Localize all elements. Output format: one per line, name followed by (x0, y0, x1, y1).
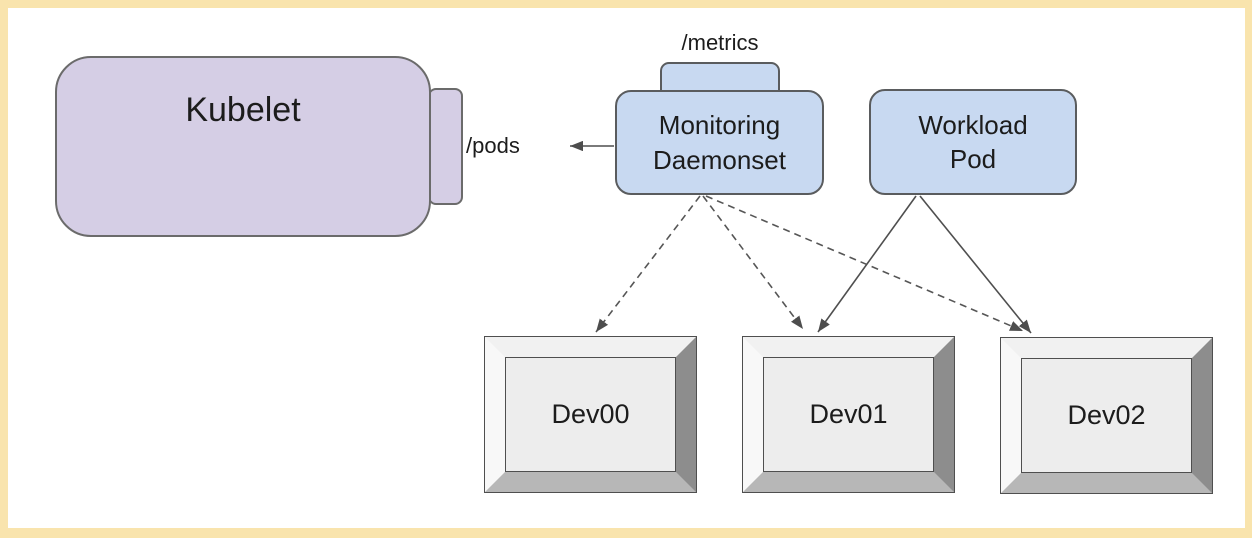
monitoring-daemonset-label: Monitoring Daemonset (653, 110, 786, 175)
device-label-dev00: Dev00 (551, 399, 630, 429)
kubelet-pods-tab (428, 88, 463, 205)
device-face: Dev00 (505, 357, 676, 472)
device-label-dev02: Dev02 (1067, 400, 1146, 430)
workload-pod-label: Workload Pod (918, 109, 1028, 174)
device-label-dev01: Dev01 (809, 399, 888, 429)
kubelet-label: Kubelet (185, 91, 301, 129)
device-face: Dev01 (763, 357, 934, 472)
workload-pod-node: Workload Pod (869, 89, 1077, 195)
monitoring-daemonset-node: Monitoring Daemonset (615, 90, 824, 195)
device-node-dev00: Dev00 (484, 336, 697, 493)
metrics-endpoint-label: /metrics (681, 30, 759, 55)
device-face: Dev02 (1021, 358, 1192, 473)
kubelet-node: Kubelet (55, 56, 431, 237)
pods-endpoint-label: /pods (466, 133, 520, 158)
device-node-dev01: Dev01 (742, 336, 955, 493)
device-node-dev02: Dev02 (1000, 337, 1213, 494)
